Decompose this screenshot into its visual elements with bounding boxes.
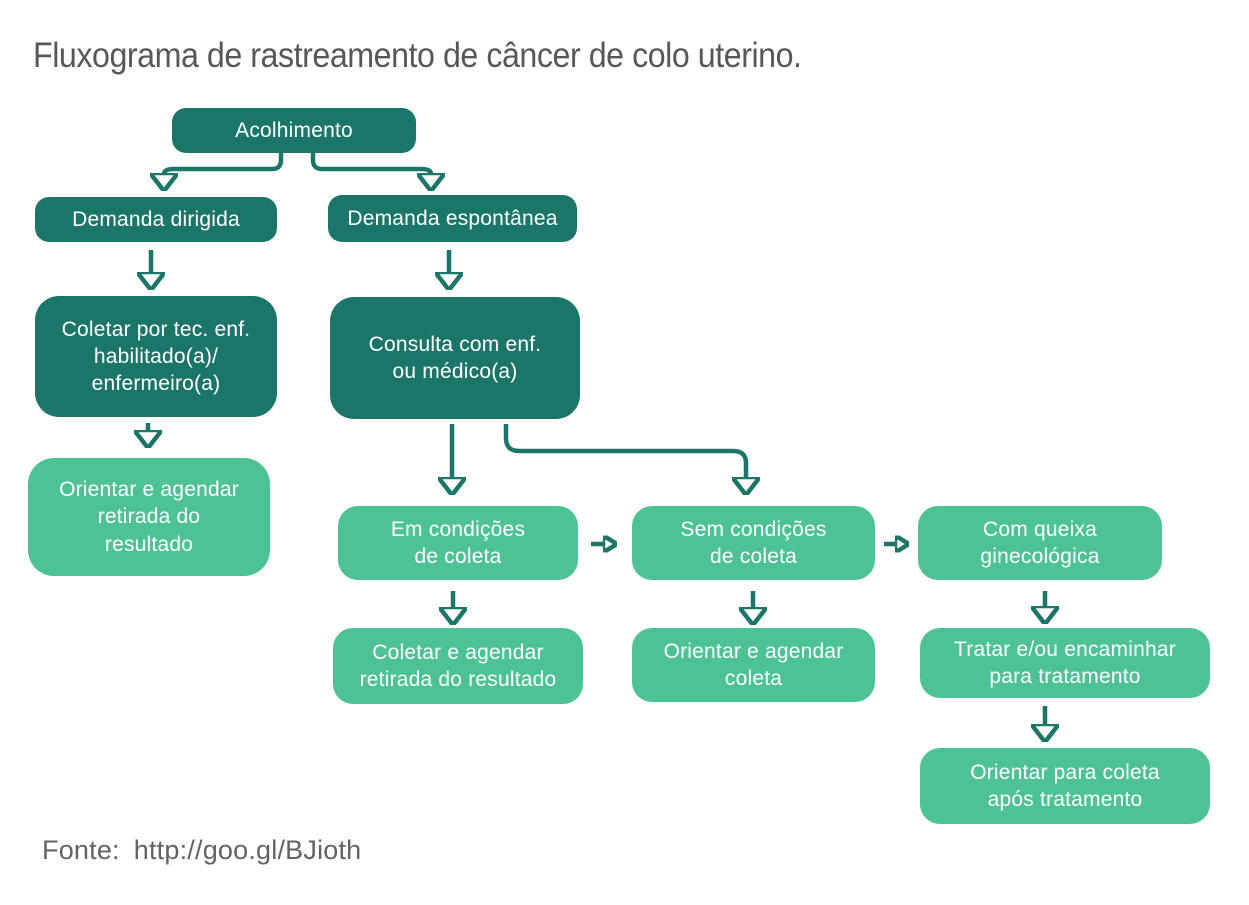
node-coletar-agendar-retirada: Coletar e agendar retirada do resultado xyxy=(333,628,583,704)
node-label: Demanda dirigida xyxy=(72,207,240,231)
node-sem-condicoes-coleta: Sem condições de coleta xyxy=(632,506,875,580)
node-orientar-agendar-retirada: Orientar e agendar retirada do resultado xyxy=(28,458,270,576)
arrow-acolhimento-to-demanda-dirigida xyxy=(164,151,284,174)
node-label: Coletar por tec. enf. habilitado(a)/ enf… xyxy=(61,317,251,396)
node-label: Orientar para coleta após tratamento xyxy=(970,760,1160,811)
source-caption: Fonte: http://goo.gl/BJioth xyxy=(42,835,361,866)
node-orientar-agendar-coleta: Orientar e agendar coleta xyxy=(632,628,875,702)
page-title: Fluxograma de rastreamento de câncer de … xyxy=(33,36,802,75)
node-label: Sem condições de coleta xyxy=(680,517,827,568)
node-label: Em condições de coleta xyxy=(390,517,526,568)
node-consulta-enf-medico: Consulta com enf. ou médico(a) xyxy=(330,297,580,419)
node-label: Consulta com enf. ou médico(a) xyxy=(368,332,542,383)
source-url: http://goo.gl/BJioth xyxy=(133,835,362,865)
node-demanda-dirigida: Demanda dirigida xyxy=(35,197,277,242)
node-label: Tratar e/ou encaminhar para tratamento xyxy=(954,637,1176,688)
node-demanda-espontanea: Demanda espontânea xyxy=(328,195,577,242)
node-label: Demanda espontânea xyxy=(347,206,558,230)
node-acolhimento: Acolhimento xyxy=(172,108,416,153)
node-label: Orientar e agendar retirada do resultado xyxy=(59,478,239,556)
node-com-queixa-ginecologica: Com queixa ginecológica xyxy=(918,506,1162,580)
node-coletar-por-tec-enf: Coletar por tec. enf. habilitado(a)/ enf… xyxy=(35,296,277,417)
node-tratar-encaminhar: Tratar e/ou encaminhar para tratamento xyxy=(920,628,1210,698)
node-label: Acolhimento xyxy=(235,118,353,142)
arrow-acolhimento-to-demanda-espontanea xyxy=(310,151,431,174)
node-label: Coletar e agendar retirada do resultado xyxy=(359,640,557,691)
node-label: Orientar e agendar coleta xyxy=(663,639,844,690)
node-label: Com queixa ginecológica xyxy=(980,517,1100,568)
source-label: Fonte: xyxy=(42,835,120,865)
node-em-condicoes-coleta: Em condições de coleta xyxy=(338,506,578,580)
arrow-consulta-to-sem-condicoes xyxy=(503,424,746,478)
node-orientar-coleta-apos-tratamento: Orientar para coleta após tratamento xyxy=(920,748,1210,824)
